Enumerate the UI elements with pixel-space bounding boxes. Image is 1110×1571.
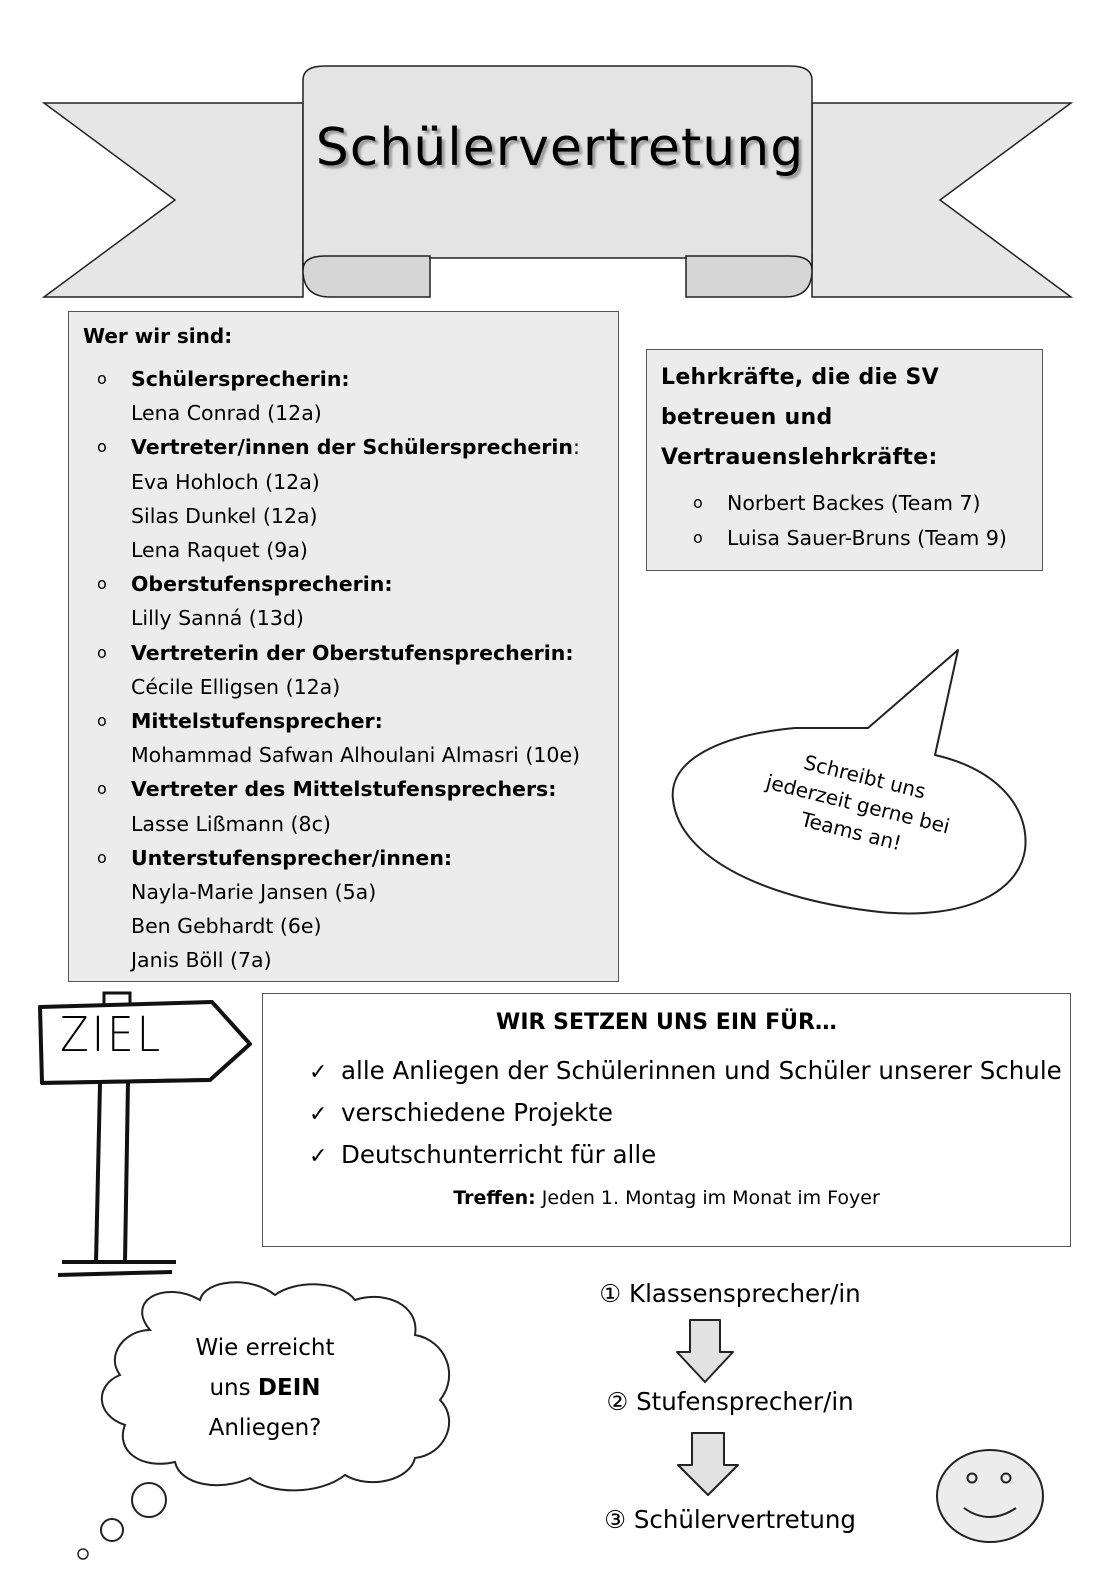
goal-text: alle Anliegen der Schülerinnen und Schül… — [341, 1056, 1062, 1085]
step-3: ③ Schülervertretung — [520, 1505, 940, 1534]
who-we-are-box: Wer wir sind: o Schülersprecherin: Lena … — [68, 311, 619, 982]
list-item: o Mittelstufensprecher: Mohammad Safwan … — [97, 704, 618, 772]
teachers-heading-line: Vertrauenslehrkräfte: — [661, 445, 938, 470]
member-name: Mohammad Safwan Alhoulani Almasri (10e) — [131, 743, 581, 768]
check-icon: ✓ — [309, 1144, 328, 1169]
list-item: o Vertreter/innen der Schülersprecherin:… — [97, 430, 618, 567]
list-item: ✓ verschiedene Projekte — [309, 1093, 1070, 1135]
teachers-heading: Lehrkräfte, die die SV betreuen und Vert… — [661, 358, 1030, 478]
member-name: Silas Dunkel (12a) — [131, 503, 318, 528]
arrow-down-icon — [677, 1432, 739, 1496]
member-name: Janis Böll (7a) — [131, 948, 272, 973]
member-name: Eva Hohloch (12a) — [131, 469, 320, 494]
role-label: Oberstufensprecherin: — [131, 572, 393, 597]
step-label: Klassensprecher/in — [629, 1279, 861, 1308]
goal-text: verschiedene Projekte — [341, 1098, 613, 1127]
role-label: Vertreterin der Oberstufensprecherin: — [131, 640, 574, 665]
teachers-box: Lehrkräfte, die die SV betreuen und Vert… — [646, 349, 1043, 571]
check-icon: ✓ — [309, 1060, 328, 1085]
cloud-line-pre: uns — [209, 1375, 258, 1401]
arrow-down-icon — [676, 1319, 734, 1383]
bullet-icon: o — [97, 711, 107, 731]
list-item: o Oberstufensprecherin: Lilly Sanná (13d… — [97, 567, 618, 635]
member-name: Lena Raquet (9a) — [131, 538, 308, 563]
goals-box: WIR SETZEN UNS EIN FÜR… ✓ alle Anliegen d… — [262, 993, 1071, 1247]
teacher-name: Luisa Sauer-Bruns (Team 9) — [727, 525, 1007, 550]
check-icon: ✓ — [309, 1102, 328, 1127]
bullet-icon: o — [97, 642, 107, 662]
list-item: o Norbert Backes (Team 7) — [693, 486, 1030, 521]
step-1: ① Klassensprecher/in — [520, 1279, 940, 1308]
member-name: Cécile Elligsen (12a) — [131, 674, 341, 699]
bullet-icon: o — [693, 493, 703, 512]
cloud-line-bold: DEIN — [257, 1375, 321, 1401]
who-we-are-heading: Wer wir sind: — [83, 324, 233, 348]
step-label: Stufensprecher/in — [636, 1387, 854, 1416]
member-name: Lena Conrad (12a) — [131, 401, 322, 426]
member-name: Lasse Lißmann (8c) — [131, 811, 331, 836]
meeting-text: Jeden 1. Montag im Monat im Foyer — [541, 1187, 880, 1209]
role-text: Vertreter/innen der Schülersprecherin — [131, 435, 573, 460]
bullet-icon: o — [97, 779, 107, 799]
step-number: ③ — [604, 1505, 627, 1534]
step-2: ② Stufensprecher/in — [520, 1387, 940, 1416]
cloud-line: Anliegen? — [208, 1415, 322, 1441]
bullet-icon: o — [97, 847, 107, 867]
bullet-icon: o — [693, 527, 703, 547]
smiley-icon — [936, 1449, 1044, 1543]
cloud-line: Wie erreicht — [195, 1335, 335, 1361]
page-title: Schülervertretung — [315, 118, 805, 178]
bullet-icon: o — [97, 437, 107, 457]
thought-cloud-text: Wie erreicht uns DEIN Anliegen? — [150, 1328, 380, 1448]
list-item: ✓ Deutschunterricht für alle — [309, 1135, 1070, 1177]
list-item: o Vertreter des Mittelstufensprechers: L… — [97, 772, 618, 840]
role-label: Unterstufensprecher/innen: — [131, 845, 453, 870]
goals-title: WIR SETZEN UNS EIN FÜR… — [496, 1010, 837, 1035]
list-item: ✓ alle Anliegen der Schülerinnen und Schü… — [309, 1051, 1070, 1093]
goals-list: ✓ alle Anliegen der Schülerinnen und Schü… — [263, 1051, 1070, 1177]
member-name: Lilly Sanná (13d) — [131, 606, 304, 631]
role-label: Schülersprecherin: — [131, 367, 350, 391]
role-label: Vertreter des Mittelstufensprechers: — [131, 777, 557, 802]
list-item: o Schülersprecherin: Lena Conrad (12a) — [97, 362, 618, 430]
role-colon: : — [572, 435, 580, 460]
teacher-name: Norbert Backes (Team 7) — [727, 491, 981, 515]
title-banner — [41, 65, 1074, 298]
list-item: o Unterstufensprecher/innen: Nayla-Marie… — [97, 841, 618, 978]
teachers-heading-line: betreuen und — [661, 405, 833, 430]
member-name: Ben Gebhardt (6e) — [131, 914, 322, 939]
teachers-heading-line: Lehrkräfte, die die SV — [661, 365, 940, 390]
meeting-info: Treffen: Jeden 1. Montag im Monat im Foy… — [263, 1187, 1070, 1209]
list-item: o Luisa Sauer-Bruns (Team 9) — [693, 521, 1030, 556]
role-label: Vertreter/innen der Schülersprecherin: — [131, 430, 618, 464]
signpost-label: ZIEL — [60, 1006, 164, 1063]
step-number: ② — [606, 1387, 629, 1416]
goal-text: Deutschunterricht für alle — [341, 1140, 657, 1169]
list-item: o Vertreterin der Oberstufensprecherin: … — [97, 636, 618, 704]
bullet-icon: o — [97, 369, 107, 388]
meeting-label: Treffen: — [453, 1187, 536, 1209]
step-number: ① — [599, 1279, 622, 1308]
step-label: Schülervertretung — [633, 1505, 856, 1534]
bullet-icon: o — [97, 574, 107, 594]
who-we-are-list: o Schülersprecherin: Lena Conrad (12a) o… — [83, 362, 618, 978]
member-name: Nayla-Marie Jansen (5a) — [131, 880, 377, 905]
cloud-line: uns DEIN — [150, 1368, 380, 1408]
role-label: Mittelstufensprecher: — [131, 709, 383, 734]
